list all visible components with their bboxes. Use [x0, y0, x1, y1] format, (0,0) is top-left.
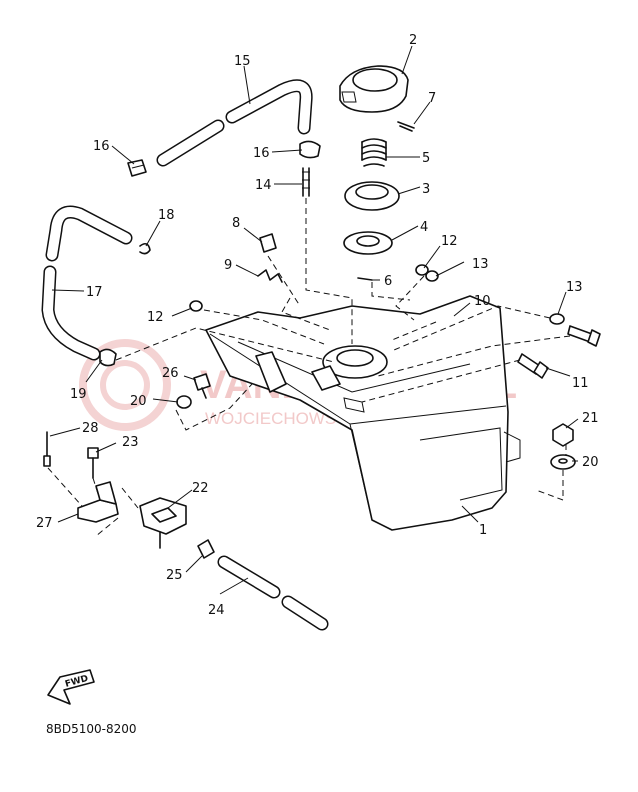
callout-24: 24: [208, 603, 225, 618]
callout-10: 10: [474, 294, 491, 309]
diagram-code: 8BD5100-8200: [46, 722, 137, 736]
washer-12-right: [415, 264, 429, 276]
hose-17: [41, 205, 133, 361]
callout-8: 8: [232, 216, 240, 231]
bracket-27: [77, 481, 119, 523]
callout-17: 17: [86, 285, 103, 300]
fwd-arrow-icon: FWD: [47, 669, 95, 705]
callout-23: 23: [122, 435, 139, 450]
callout-14: 14: [255, 178, 272, 193]
callout-20-left: 20: [130, 394, 147, 409]
fuel-tank-1: [205, 295, 521, 531]
hose-15: [156, 79, 313, 167]
callout-27: 27: [36, 516, 53, 531]
clamp-16-center: [299, 140, 321, 159]
callout-22: 22: [192, 481, 209, 496]
callout-3: 3: [422, 182, 430, 197]
clamp-19: [99, 348, 117, 367]
callout-1: 1: [479, 523, 487, 538]
callout-12-right: 12: [441, 234, 458, 249]
callout-21: 21: [582, 411, 599, 426]
callout-28: 28: [82, 421, 99, 436]
gasket-3: [344, 181, 400, 211]
pin-7: [397, 121, 415, 132]
clamp-16-left: [127, 159, 147, 177]
assembly-lines: [47, 198, 571, 537]
spring-5: [361, 138, 387, 167]
nut-21: [552, 423, 574, 447]
callout-16-center: 16: [253, 146, 270, 161]
washer-13-upper: [425, 270, 439, 282]
pipe-14: [302, 167, 310, 197]
fuel-cap-2: [339, 65, 409, 113]
washer-13-lower: [549, 313, 565, 325]
callout-12-left: 12: [147, 310, 164, 325]
washer-20-left: [176, 395, 192, 409]
callout-7: 7: [428, 91, 436, 106]
screw-6: [357, 277, 373, 281]
fitting-25: [197, 539, 215, 559]
callout-15: 15: [234, 54, 251, 69]
callout-26: 26: [162, 366, 179, 381]
washer-20-right: [550, 454, 576, 470]
callout-20-right: 20: [582, 455, 599, 470]
callout-11: 11: [572, 376, 589, 391]
callout-13-right: 13: [566, 280, 583, 295]
hose-24: [217, 555, 329, 631]
callout-5: 5: [422, 151, 430, 166]
callout-2: 2: [409, 33, 417, 48]
callout-13-upper: 13: [472, 257, 489, 272]
clip-18: [139, 242, 151, 255]
bolt-28: [43, 431, 51, 467]
ring-4: [343, 231, 393, 255]
callout-16-left: 16: [93, 139, 110, 154]
bolt-23: [87, 447, 99, 479]
callout-18: 18: [158, 208, 175, 223]
callouts: 2 7 5 3 4 6 15 16 16 14 8 9 18 17 19 12 …: [36, 33, 599, 618]
leader-lines: [49, 45, 579, 595]
bolt-11-lower: [517, 353, 549, 379]
callout-9: 9: [224, 258, 232, 273]
callout-19: 19: [70, 387, 87, 402]
clip-8: [259, 233, 277, 253]
callout-4: 4: [420, 220, 428, 235]
bolt-11-upper: [567, 325, 601, 347]
callout-25: 25: [166, 568, 183, 583]
spring-9: [257, 269, 283, 283]
callout-6: 6: [384, 274, 392, 289]
washer-12-left: [189, 300, 203, 312]
fuel-cock-22: [139, 497, 187, 549]
bolt-26: [193, 373, 211, 399]
